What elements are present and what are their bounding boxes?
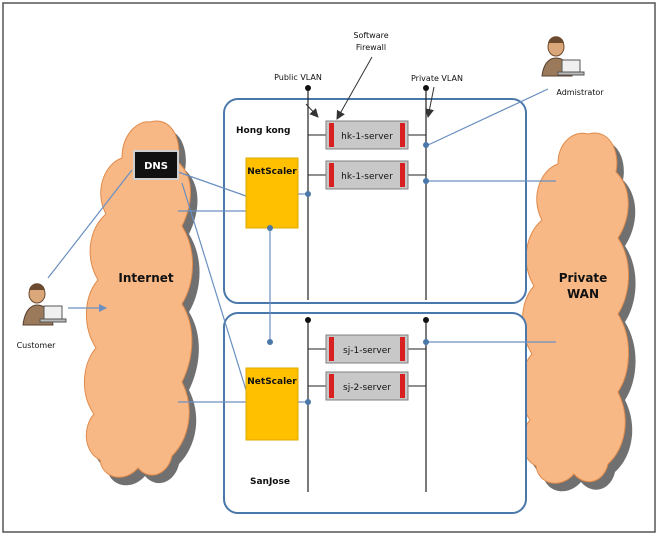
server-connectors (308, 134, 426, 387)
netscaler-sj-label: NetScaler (247, 377, 297, 387)
link-admin (427, 88, 549, 146)
netscaler-hk (245, 157, 299, 229)
public-vlan-top-dot-sj (305, 317, 311, 323)
netscaler-sj (245, 367, 299, 441)
internet-label: Internet (118, 271, 173, 285)
private-vlan-arrow (425, 86, 435, 118)
internet-cloud (83, 120, 200, 486)
site-sanjose (223, 312, 527, 514)
dns-server (133, 150, 179, 180)
site-sanjose-name: SanJose (250, 477, 290, 487)
site-hongkong-name: Hong kong (236, 126, 290, 136)
private-wan-label-2: WAN (567, 287, 599, 301)
server-label: hk-1-server (341, 132, 393, 142)
link-customer-dns (47, 169, 133, 279)
server-label: hk-1-server (341, 172, 393, 182)
server-label: sj-2-server (343, 383, 391, 393)
public-vlan-arrow (305, 103, 319, 118)
server-hk-2: hk-1-server (325, 160, 409, 190)
software-firewall-arrow (336, 56, 373, 120)
private-wan-label-1: Private (559, 271, 608, 285)
network-links (47, 88, 556, 403)
server-label: sj-1-server (343, 346, 391, 356)
private-wan-cloud (519, 132, 636, 492)
server-sj-1: sj-1-server (325, 334, 409, 364)
customer-label: Customer (17, 341, 57, 350)
software-firewall-label-1: Software (353, 31, 388, 40)
server-sj-2: sj-2-server (325, 371, 409, 401)
connector-dots (267, 142, 429, 405)
dns-label: DNS (144, 161, 168, 172)
server-hk-1: hk-1-server (325, 120, 409, 150)
customer-person-icon (22, 283, 67, 326)
software-firewall-label-2: Firewall (356, 43, 386, 52)
private-vlan-top-dot-sj (423, 317, 429, 323)
site-hongkong (223, 98, 527, 304)
public-vlan-label: Public VLAN (274, 73, 322, 82)
link-dns-netscaler-hk (177, 171, 247, 197)
public-vlan-top-dot-hk (305, 85, 311, 91)
netscaler-hk-label: NetScaler (247, 167, 297, 177)
administrator-label: Admistrator (556, 88, 604, 97)
private-vlan-label: Private VLAN (411, 74, 463, 83)
administrator-person-icon (541, 36, 585, 77)
link-dns-netscaler-sj (181, 182, 247, 391)
private-vlan-top-dot-hk (423, 85, 429, 91)
